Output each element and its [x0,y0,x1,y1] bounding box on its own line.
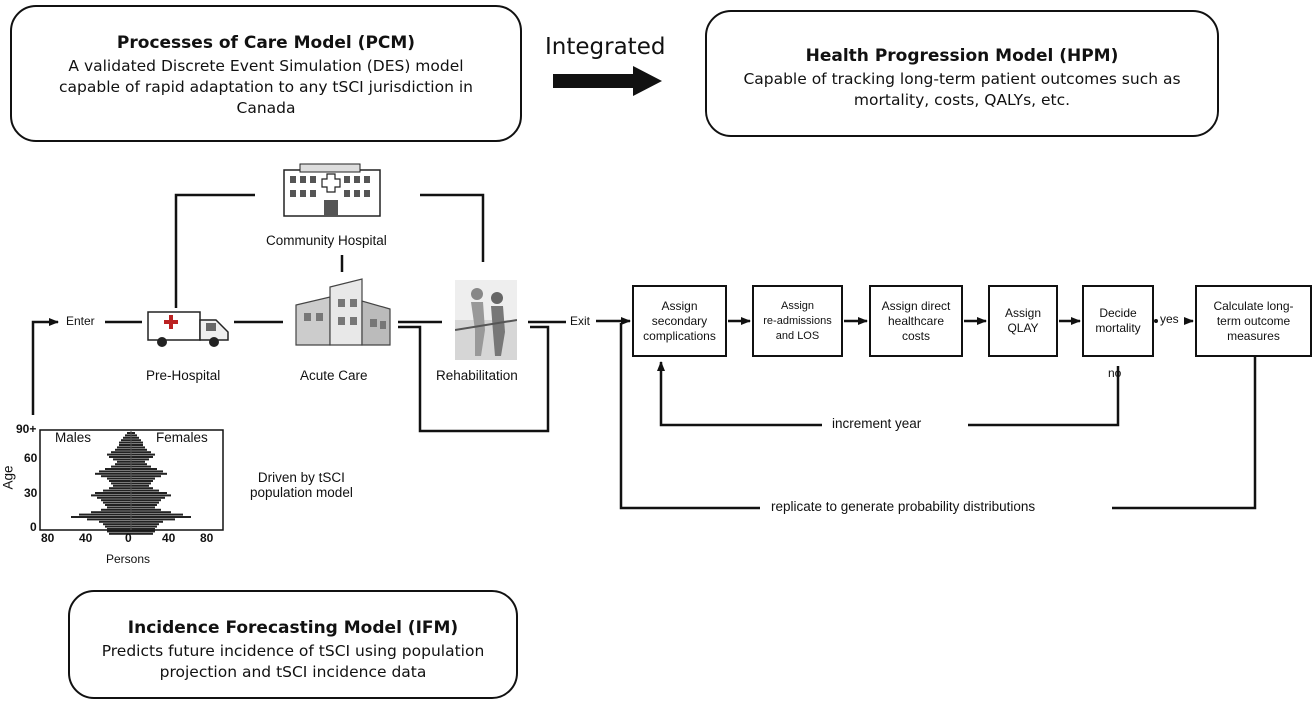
step-line: secondary [651,313,708,328]
increment-loop-right [968,366,1120,427]
step-line: and LOS [775,329,820,342]
yes-label: yes [1160,312,1179,326]
step-line: healthcare [887,313,945,328]
pcm-description-line: capable of rapid adaptation to any tSCI … [59,78,473,96]
integrated-label: Integrated [545,34,666,60]
pyramid-caption-line: population model [250,485,353,500]
ambulance-icon [147,311,229,347]
replicate-loop-right [1112,357,1257,510]
community-hospital-icon [283,163,381,217]
pyramid-y-tick: 0 [30,520,37,534]
increment-year-label: increment year [832,416,922,431]
step-line: measures [1227,328,1280,343]
replicate-label: replicate to generate probability distri… [771,499,1036,514]
prehospital-to-community-line [174,193,255,308]
increment-loop-left [657,361,822,427]
step-assign-secondary-complications: Assign secondary complications [632,285,727,357]
step-line: costs [901,328,930,343]
step-assign-direct-healthcare-costs: Assign direct healthcare costs [869,285,963,357]
step-assign-readmissions-los: Assign re-admissions and LOS [752,285,843,357]
ifm-title: Incidence Forecasting Model (IFM) [127,618,459,638]
pyramid-x-tick: 40 [162,531,176,545]
rehabilitation-label: Rehabilitation [436,368,518,383]
step-line: QLAY [1007,321,1039,335]
pyramid-x-tick: 40 [79,531,93,545]
pyramid-x-axis-label: Persons [106,552,151,566]
pyramid-x-tick: 0 [125,531,132,545]
pyramid-x-tick: 80 [41,531,55,545]
pyramid-caption: Driven by tSCI population model [250,470,353,500]
hpm-description-line: Capable of tracking long-term patient ou… [743,70,1181,88]
pyramid-y-tick: 30 [24,486,38,500]
replicate-loop-left [619,323,760,510]
pre-hospital-label: Pre-Hospital [146,368,221,383]
pyramid-bar [109,532,153,535]
pyramid-males-label: Males [55,430,92,445]
hpm-title: Health Progression Model (HPM) [805,46,1119,66]
step-line: re-admissions [763,314,832,327]
step-line: term outcome [1216,313,1291,328]
hpm-description: Capable of tracking long-term patient ou… [707,69,1217,111]
step-calculate-long-term-outcome-measures: Calculate long- term outcome measures [1195,285,1312,357]
ifm-description-line: projection and tSCI incidence data [159,663,427,681]
step-decide-mortality: Decide mortality [1082,285,1154,357]
pcm-description-line: A validated Discrete Event Simulation (D… [68,57,464,75]
acute-care-label: Acute Care [300,368,368,383]
ifm-description: Predicts future incidence of tSCI using … [70,641,516,683]
step-line: Assign direct [881,298,951,313]
pyramid-bar [107,530,155,533]
pcm-model-box: Processes of Care Model (PCM) A validate… [10,5,522,142]
community-to-rehab-line [420,193,485,262]
ifm-model-box: Incidence Forecasting Model (IFM) Predic… [68,590,518,699]
community-hospital-label: Community Hospital [266,233,387,248]
no-label: no [1108,366,1122,380]
hpm-description-line: mortality, costs, QALYs, etc. [853,91,1071,109]
population-pyramid [39,429,224,535]
rehabilitation-icon [455,280,517,360]
pcm-description: A validated Discrete Event Simulation (D… [12,56,520,119]
step-line: Assign [661,298,698,313]
pyramid-y-tick: 90+ [16,422,37,436]
pyramid-y-tick: 60 [24,451,38,465]
ifm-description-line: Predicts future incidence of tSCI using … [101,642,485,660]
acute-bypass-line [398,325,550,433]
yes-dot [1154,319,1158,323]
step-line: Assign [780,299,815,312]
pyramid-females-label: Females [156,430,208,445]
acute-care-building-icon [295,278,391,346]
hpm-model-box: Health Progression Model (HPM) Capable o… [705,10,1219,137]
step-assign-qlay: Assign QLAY [988,285,1058,357]
step-line: Assign [1004,306,1042,320]
pcm-description-line: Canada [236,99,296,117]
integrated-arrow [553,66,662,96]
exit-label: Exit [570,314,591,328]
pyramid-y-axis-label: Age [0,465,16,490]
step-line: Calculate long- [1213,298,1294,313]
step-line: mortality [1095,321,1141,335]
pyramid-caption-line: Driven by tSCI [257,470,345,485]
step-line: Decide [1099,306,1137,320]
pcm-title: Processes of Care Model (PCM) [116,33,416,53]
enter-label: Enter [66,314,95,328]
enter-arrow [31,318,59,415]
step-line: complications [643,328,716,343]
pyramid-x-tick: 80 [200,531,214,545]
